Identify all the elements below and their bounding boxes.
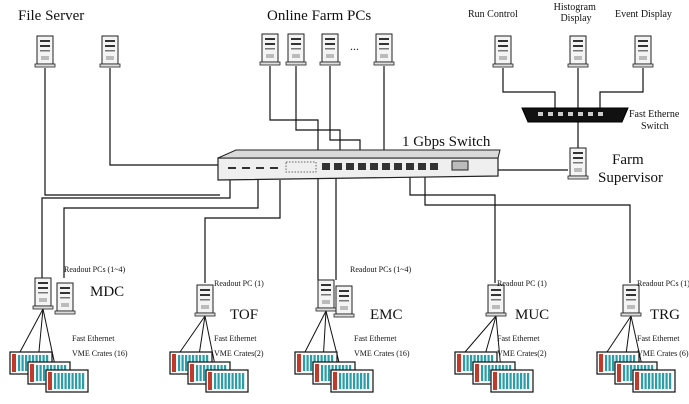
file-server-pc-icon: [34, 35, 56, 68]
vme-crate-icon: [330, 369, 374, 393]
run-control-pc-icon: [492, 35, 514, 68]
event-display-label: Event Display: [615, 9, 672, 20]
readout-pc-icon: [32, 277, 54, 310]
histogram-display-pc-icon: [567, 35, 589, 68]
farm-pc-2-icon: [285, 33, 307, 66]
vme-crates-label: VME Crates(2): [214, 349, 264, 358]
readout-pc-icon: [315, 279, 337, 312]
farm-pc-4-icon: [373, 33, 395, 66]
fast-ethernet-label: Fast Ethernet: [72, 334, 115, 343]
gbps-switch-icon: [217, 149, 501, 181]
vme-crate-icon: [490, 369, 534, 393]
farm-pc-3-icon: [319, 33, 341, 66]
event-display-pc-icon: [632, 35, 654, 68]
readout-pc-label: Readout PCs (1): [637, 279, 689, 288]
online-farm-label: Online Farm PCs: [267, 8, 371, 24]
fast-ethernet-label: Fast Ethernet: [637, 334, 680, 343]
fast-ethernet-switch-label: Fast Etherne Switch: [629, 109, 682, 132]
vme-crate-icon: [45, 369, 89, 393]
fast-ethernet-label: Fast Ethernet: [214, 334, 257, 343]
readout-pc-icon: [620, 284, 642, 317]
vme-crate-icon: [205, 369, 249, 393]
file-server-pc-2-icon: [99, 35, 121, 68]
readout-pc-icon: [54, 282, 76, 315]
gbps-switch-label: 1 Gbps Switch: [402, 134, 491, 150]
readout-pc-label: Readout PC (1): [214, 279, 264, 288]
readout-pc-icon: [485, 284, 507, 317]
farm-supervisor-pc-icon: [567, 147, 589, 180]
readout-pc-label: Readout PCs (1~4): [350, 265, 412, 274]
subsystem-name: TOF: [230, 307, 258, 323]
histogram-display-label: Histogram Display: [554, 2, 599, 24]
farm-supervisor-label: Farm Supervisor: [598, 152, 663, 186]
fast-ethernet-switch-icon: [521, 107, 629, 123]
ellipsis-label: ...: [350, 39, 359, 53]
readout-pc-icon: [333, 285, 355, 318]
fast-ethernet-label: Fast Ethernet: [354, 334, 397, 343]
subsystem-name: EMC: [370, 307, 403, 323]
farm-pc-1-icon: [259, 33, 281, 66]
network-wires: [41, 66, 644, 283]
fast-ethernet-label: Fast Ethernet: [497, 334, 540, 343]
readout-pc-label: Readout PC (1): [497, 279, 547, 288]
vme-crates-label: VME Crates (16): [354, 349, 410, 358]
readout-pc-icon: [194, 284, 216, 317]
vme-crates-label: VME Crates (6): [637, 349, 689, 358]
subsystem-name: MDC: [90, 284, 124, 300]
vme-crates-label: VME Crates(2): [497, 349, 547, 358]
vme-crate-icon: [632, 369, 676, 393]
subsystem-name: TRG: [650, 307, 680, 323]
run-control-label: Run Control: [468, 9, 518, 20]
vme-crates-label: VME Crates (16): [72, 349, 128, 358]
subsystem-name: MUC: [515, 307, 549, 323]
file-server-label: File Server: [18, 8, 84, 24]
readout-pc-label: Readout PCs (1~4): [64, 265, 126, 274]
